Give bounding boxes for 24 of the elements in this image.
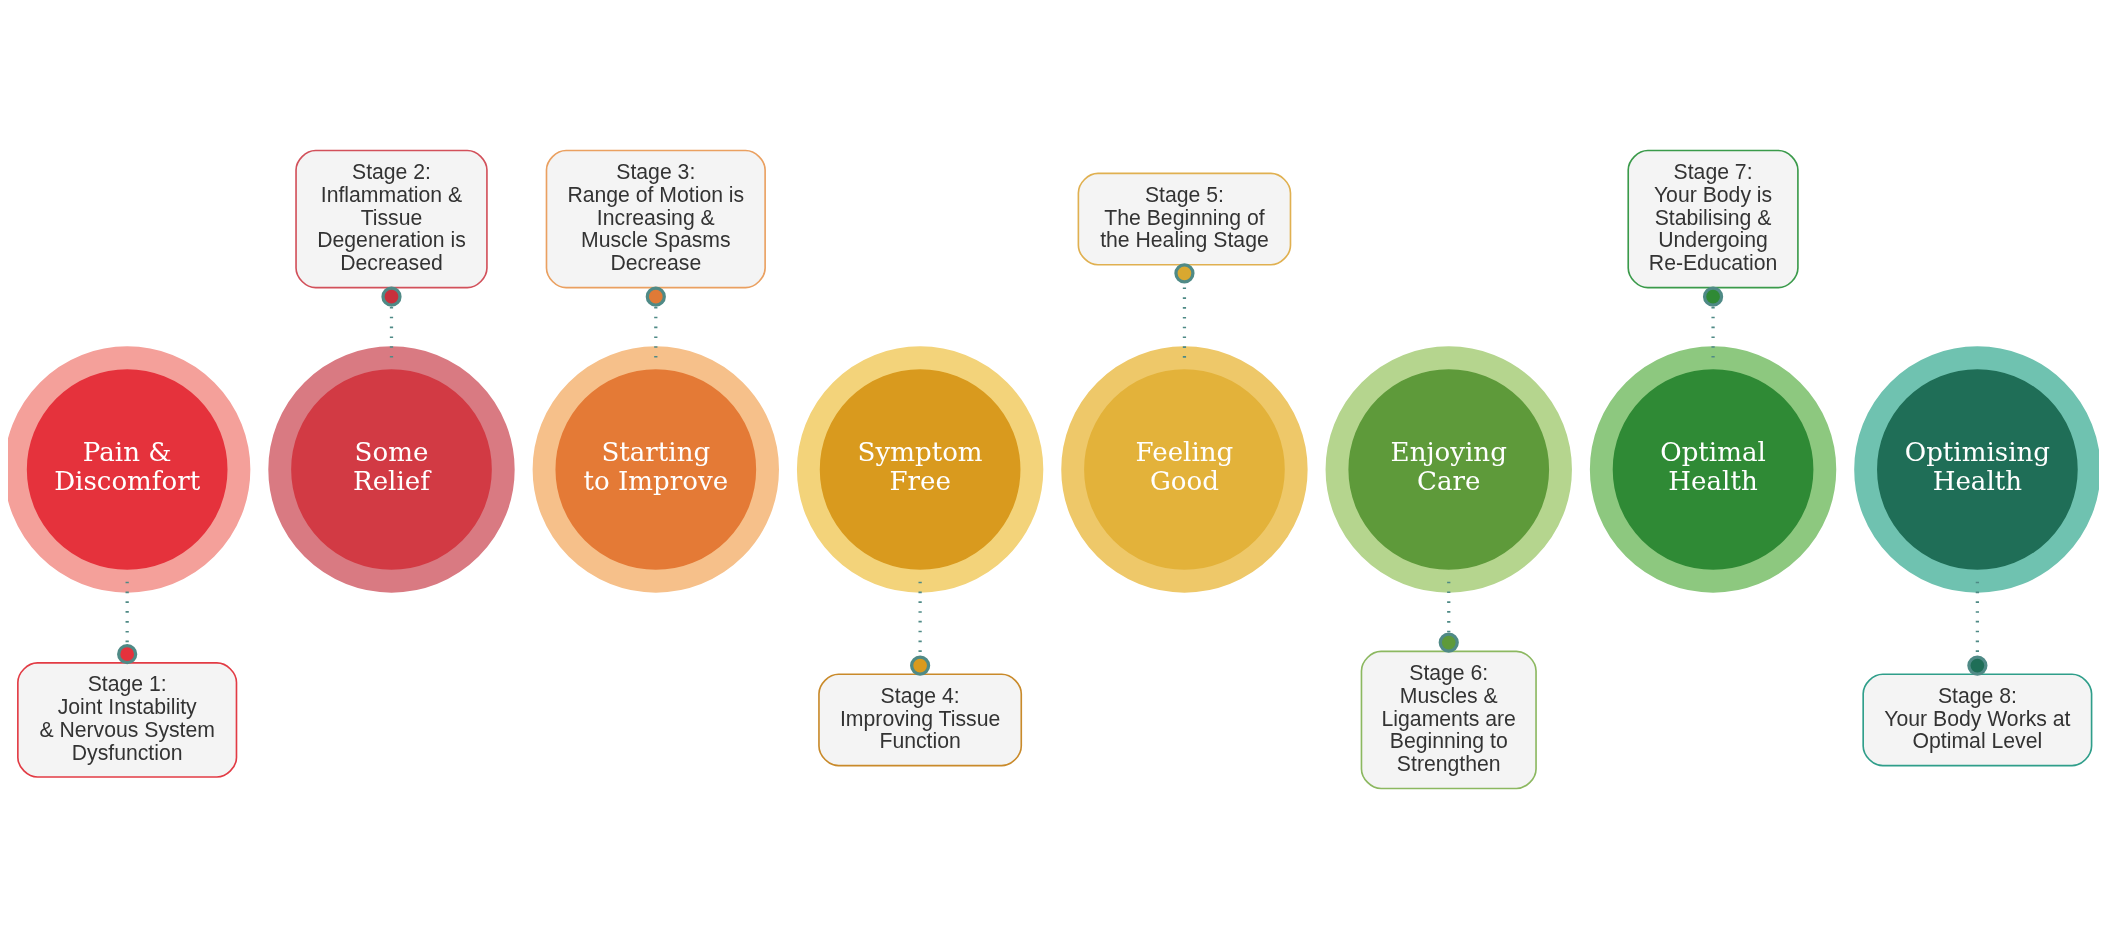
- node-circle: Enjoying Care: [1325, 346, 1572, 593]
- node-box: Stage 7: Your Body is Stabilising & Undergoing Re-Education: [1627, 149, 1799, 289]
- connector: [381, 286, 402, 358]
- connector: [1174, 263, 1195, 358]
- node-circle: Symptom Free: [796, 346, 1044, 593]
- node-box: Stage 2: Inflammation & Tissue Degeneration is Decreased: [295, 149, 488, 289]
- node-circle: Feeling Good: [1061, 346, 1308, 593]
- node-circle: Starting to Improve: [532, 346, 779, 593]
- node-box: Stage 8: Your Body Works at Optimal Level: [1862, 673, 2093, 767]
- node-circle: Optimising Health: [1854, 346, 2099, 593]
- node-circle: Some Relief: [268, 346, 515, 593]
- connector: [910, 581, 931, 676]
- node-box: Stage 1: Joint Instability & Nervous System Dysfunction: [17, 662, 238, 778]
- connector: [1702, 286, 1724, 358]
- connector: [1438, 581, 1459, 653]
- node-circle: Optimal Health: [1589, 346, 1837, 593]
- node-box: Stage 6: Muscles & Ligaments are Beginning to Strengthen: [1360, 650, 1537, 790]
- connector: [1967, 581, 1988, 676]
- connector: [117, 581, 138, 665]
- node-box: Stage 5: The Beginning of the Healing Stage: [1077, 172, 1292, 266]
- node-circle: Pain & Discomfort: [8, 346, 251, 593]
- connector: [645, 286, 666, 358]
- node-box: Stage 3: Range of Motion is Increasing & Muscle Spasms Decrease: [545, 149, 766, 289]
- node-box: Stage 4: Improving Tissue Function: [818, 673, 1023, 767]
